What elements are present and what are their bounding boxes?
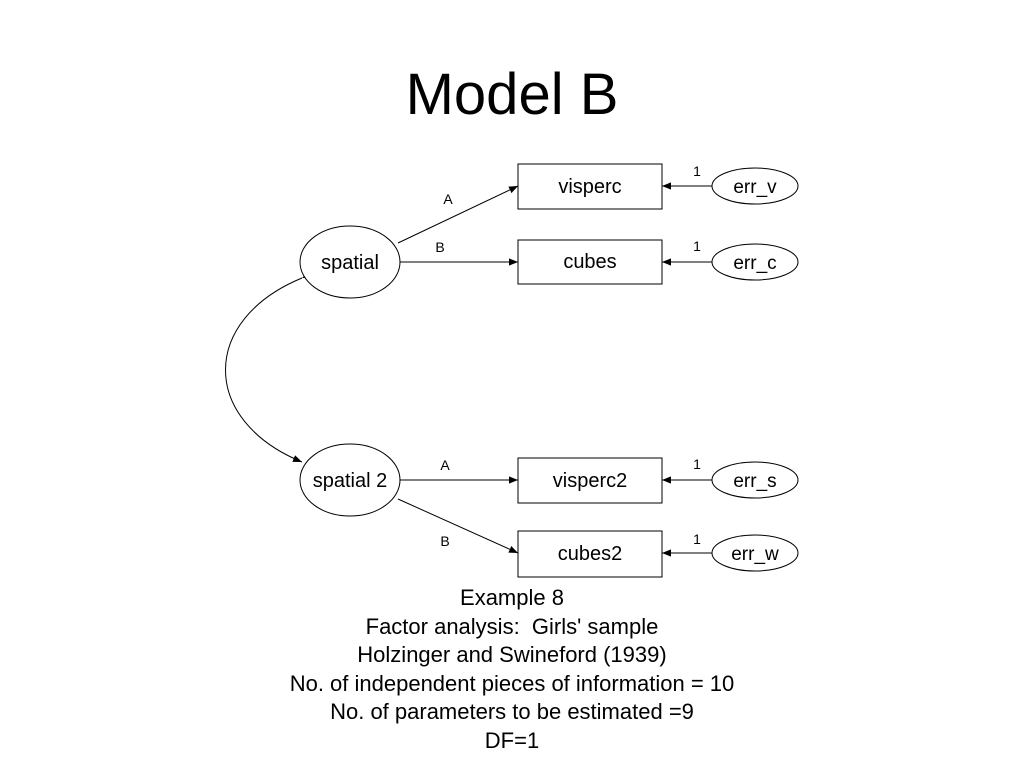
caption-analysis: Factor analysis: Girls' sample (365, 613, 659, 639)
caption-block: Example 8 Factor analysis: Girls' sample… (0, 584, 1024, 755)
error-err-v: err_v (711, 167, 799, 205)
caption-information: No. of independent pieces of information… (289, 670, 735, 696)
covariance-arrow (225, 271, 312, 463)
arrow-spatial-visperc (397, 185, 519, 244)
caption-example: Example 8 (460, 585, 564, 610)
observed-visperc2: visperc2 (517, 457, 663, 504)
observed-visperc: visperc (517, 163, 663, 210)
latent-spatial2-label: spatial 2 (313, 470, 388, 492)
weight-label-err-v: 1 (693, 163, 701, 179)
error-err-s: err_s (711, 461, 799, 499)
path-label-spatial-visperc: A (443, 191, 453, 207)
path-label-spatial-cubes: B (435, 239, 444, 255)
caption-citation: Holzinger and Swineford (1939) (357, 642, 667, 667)
observed-cubes2-label: cubes2 (558, 543, 623, 565)
error-err-w: err_w (711, 534, 799, 572)
latent-spatial: spatial (299, 225, 401, 299)
caption-parameters: No. of parameters to be estimated =9 (330, 699, 694, 724)
arrow-spatial2-cubes2 (397, 498, 519, 554)
error-err-v-label: err_v (733, 177, 777, 198)
weight-label-err-c: 1 (693, 238, 701, 254)
error-err-c: err_c (711, 243, 799, 281)
latent-spatial2: spatial 2 (299, 443, 401, 517)
observed-cubes: cubes (517, 239, 663, 285)
error-err-s-label: err_s (733, 471, 776, 492)
error-err-w-label: err_w (731, 544, 779, 565)
observed-visperc2-label: visperc2 (553, 470, 627, 492)
weight-label-err-s: 1 (693, 456, 701, 472)
observed-cubes-label: cubes (563, 251, 616, 273)
observed-visperc-label: visperc (558, 176, 621, 198)
caption-df: DF=1 (484, 727, 540, 753)
path-label-spatial2-cubes2: B (440, 533, 449, 549)
error-err-c-label: err_c (733, 253, 776, 274)
path-label-spatial2-visperc2: A (440, 457, 450, 473)
weight-label-err-w: 1 (693, 531, 701, 547)
observed-cubes2: cubes2 (517, 530, 663, 578)
slide-title: Model B (405, 62, 619, 127)
latent-spatial-label: spatial (321, 252, 379, 274)
